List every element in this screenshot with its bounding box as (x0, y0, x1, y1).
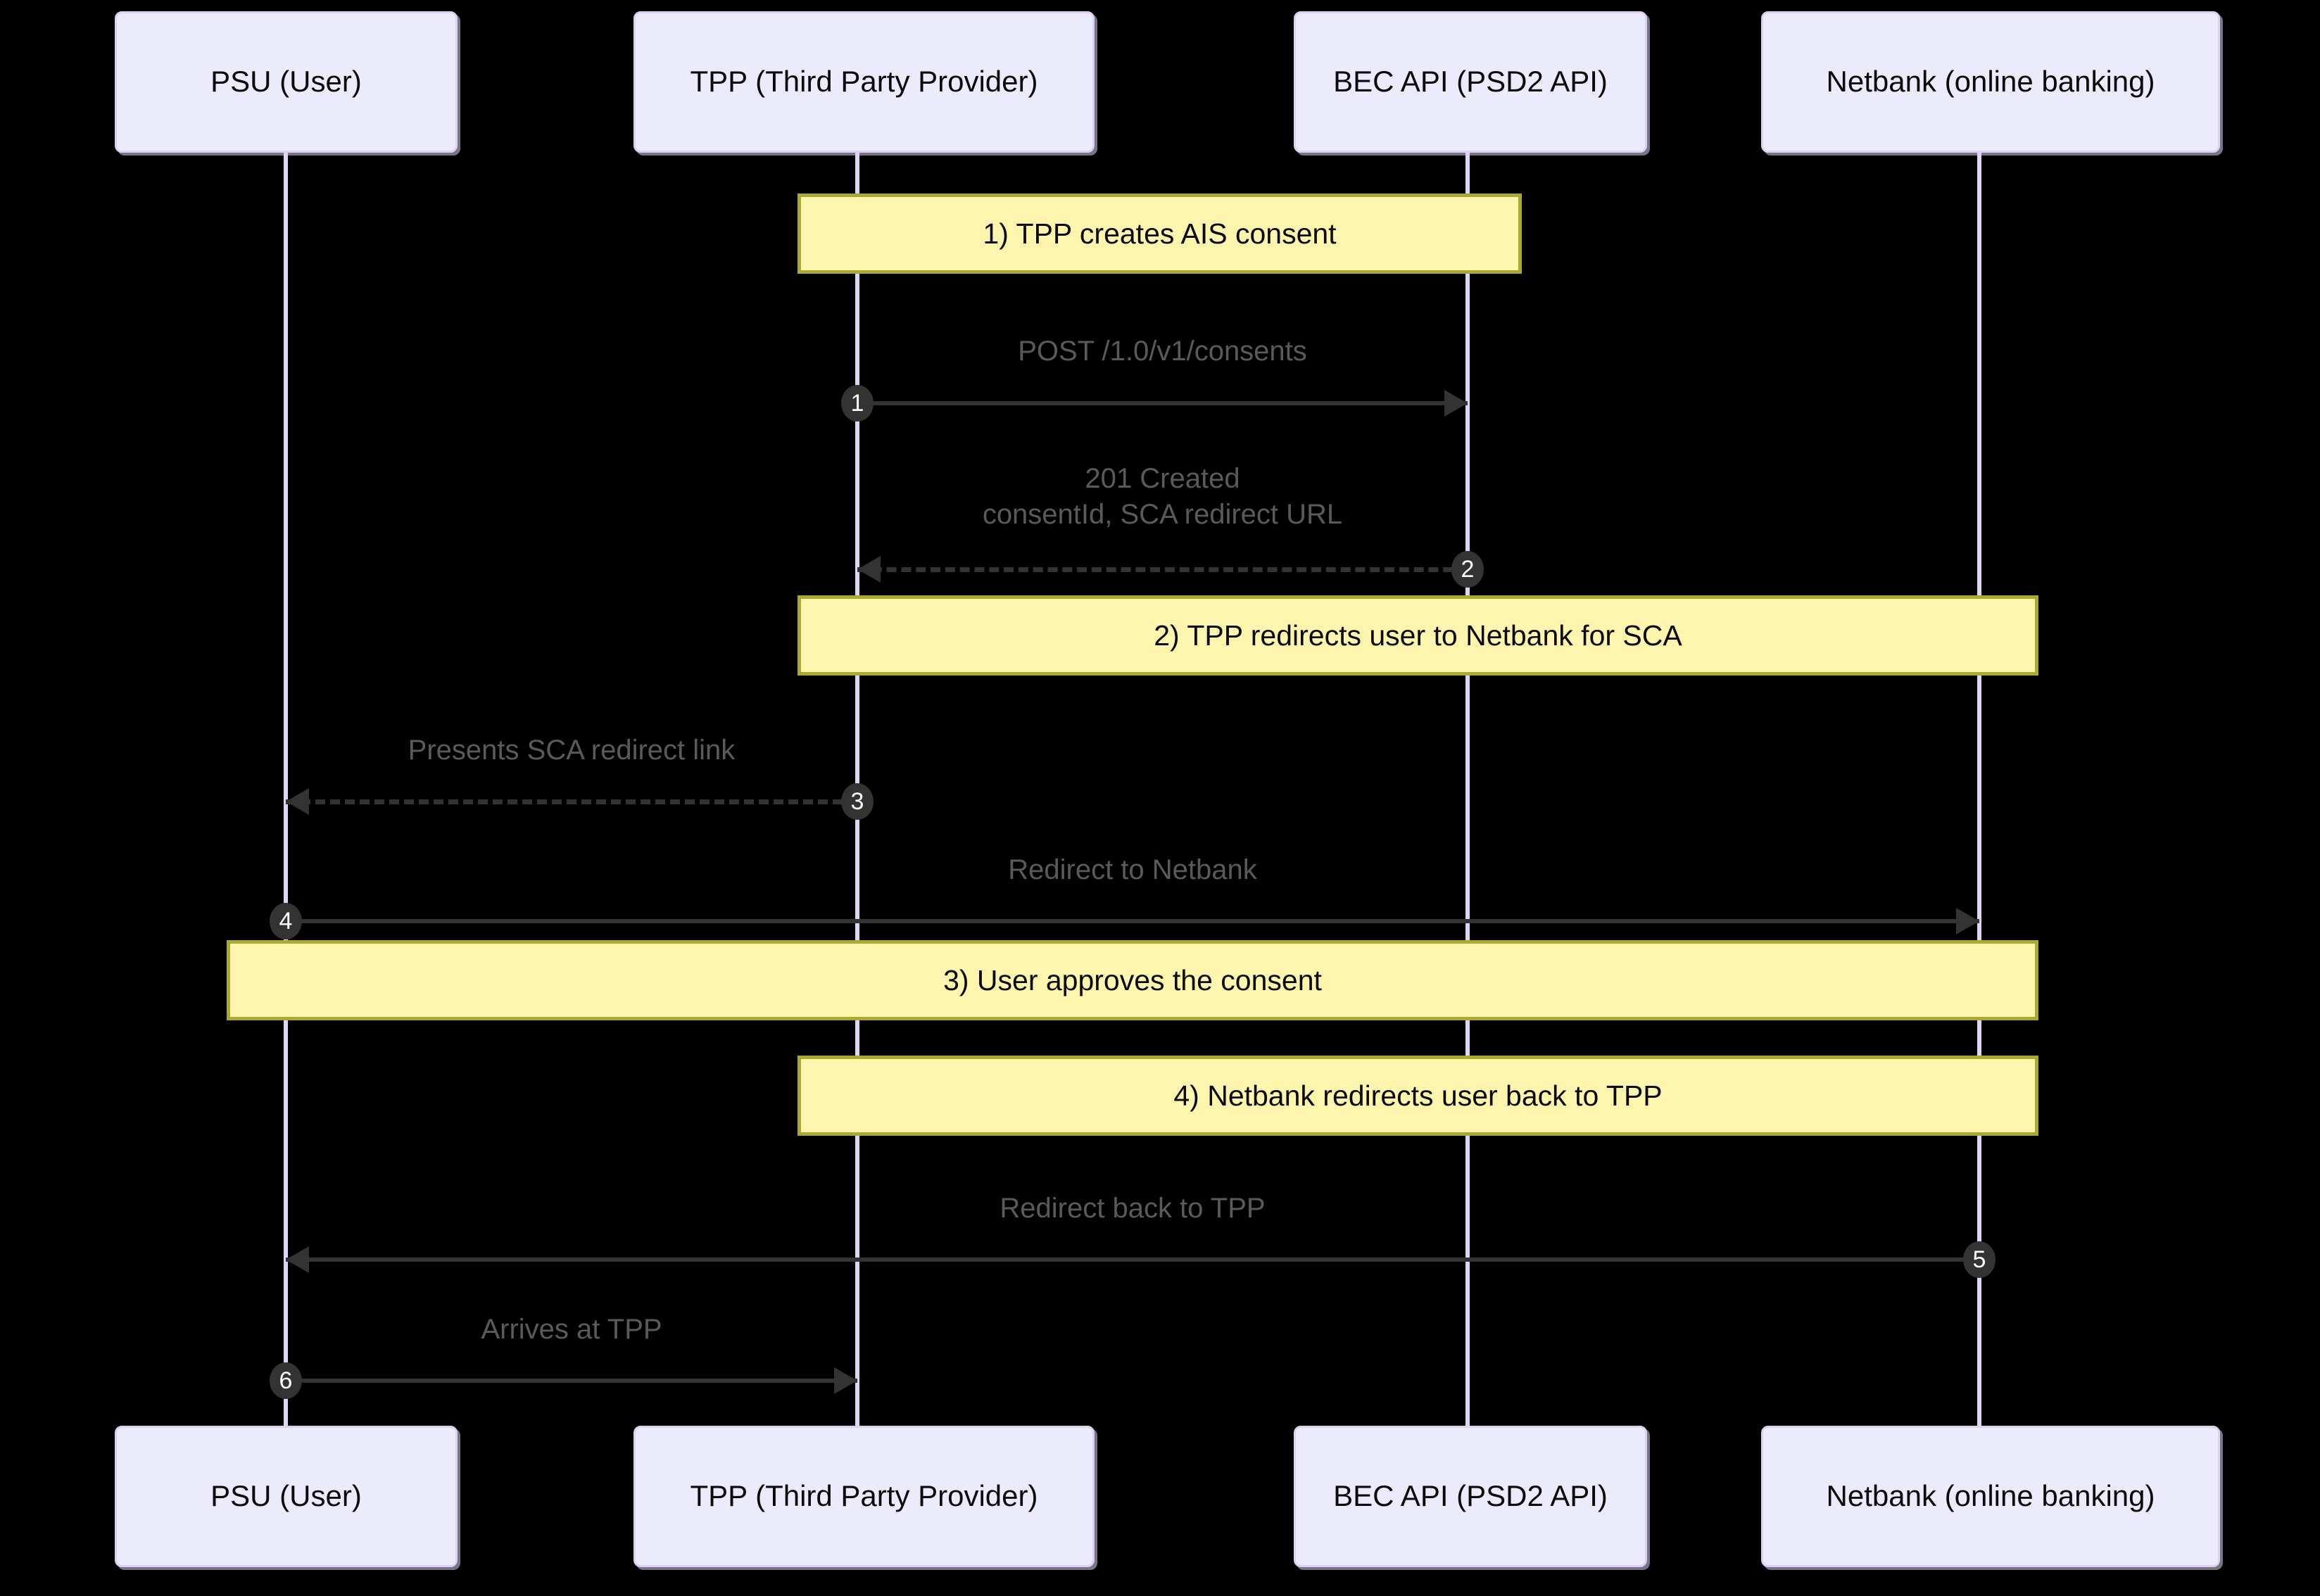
actor-label-netbank-bottom: Netbank (online banking) (1826, 1479, 2155, 1513)
arrowhead-left-icon-2 (857, 556, 881, 583)
actor-label-psu-bottom: PSU (User) (210, 1479, 362, 1513)
message-label-3-line-1: Presents SCA redirect link (408, 735, 736, 766)
message-line-6 (286, 1379, 857, 1383)
message-label-2-line-1: 201 Created (1085, 463, 1240, 494)
note-label-note3: 3) User approves the consent (943, 963, 1322, 996)
sequence-number-badge: 3 (841, 783, 874, 820)
sequence-number-badge: 4 (270, 903, 302, 939)
message-line-5 (286, 1258, 1979, 1262)
sequence-number-badge: 2 (1451, 551, 1484, 588)
arrowhead-right-icon-4 (1956, 908, 1979, 935)
note-note3: 3) User approves the consent (227, 940, 2038, 1020)
arrowhead-left-icon-3 (286, 788, 309, 815)
actor-label-bec-top: BEC API (PSD2 API) (1333, 65, 1608, 99)
actor-box-netbank-bottom[interactable]: Netbank (online banking) (1761, 1426, 2220, 1567)
note-note4: 4) Netbank redirects user back to TPP (798, 1056, 2038, 1136)
arrowhead-right-icon-1 (1444, 390, 1468, 417)
actor-box-netbank-top[interactable]: Netbank (online banking) (1761, 11, 2220, 153)
message-label-1-line-1: POST /1.0/v1/consents (1018, 336, 1307, 367)
actor-box-tpp-top[interactable]: TPP (Third Party Provider) (633, 11, 1095, 153)
message-line-2 (857, 567, 1468, 572)
actor-box-psu-top[interactable]: PSU (User) (115, 11, 458, 153)
message-label-6-line-1: Arrives at TPP (481, 1314, 662, 1345)
message-line-4 (286, 919, 1979, 923)
actor-label-tpp-top: TPP (Third Party Provider) (690, 65, 1038, 99)
lifeline-bec (1465, 153, 1470, 1426)
arrowhead-right-icon-6 (834, 1367, 857, 1394)
lifeline-netbank (1977, 153, 1981, 1426)
sequence-number-badge: 6 (270, 1362, 302, 1399)
actor-box-bec-top[interactable]: BEC API (PSD2 API) (1294, 11, 1647, 153)
actor-label-bec-bottom: BEC API (PSD2 API) (1333, 1479, 1608, 1513)
message-label-5-line-1: Redirect back to TPP (1000, 1193, 1266, 1224)
actor-label-psu-top: PSU (User) (210, 65, 362, 99)
note-label-note4: 4) Netbank redirects user back to TPP (1173, 1079, 1663, 1112)
actor-box-psu-bottom[interactable]: PSU (User) (115, 1426, 458, 1567)
note-note2: 2) TPP redirects user to Netbank for SCA (798, 595, 2038, 676)
actor-box-bec-bottom[interactable]: BEC API (PSD2 API) (1294, 1426, 1647, 1567)
note-label-note1: 1) TPP creates AIS consent (983, 217, 1337, 250)
note-label-note2: 2) TPP redirects user to Netbank for SCA (1154, 619, 1682, 652)
actor-box-tpp-bottom[interactable]: TPP (Third Party Provider) (633, 1426, 1095, 1567)
message-label-4-line-1: Redirect to Netbank (1008, 854, 1257, 885)
sequence-number-badge: 5 (1963, 1241, 1996, 1278)
message-line-1 (857, 401, 1468, 405)
message-line-3 (286, 799, 857, 804)
sequence-number-badge: 1 (841, 385, 874, 422)
arrowhead-left-icon-5 (286, 1246, 309, 1273)
note-note1: 1) TPP creates AIS consent (798, 194, 1522, 274)
message-label-2-line-2: consentId, SCA redirect URL (982, 499, 1343, 530)
actor-label-tpp-bottom: TPP (Third Party Provider) (690, 1479, 1038, 1513)
actor-label-netbank-top: Netbank (online banking) (1826, 65, 2155, 99)
